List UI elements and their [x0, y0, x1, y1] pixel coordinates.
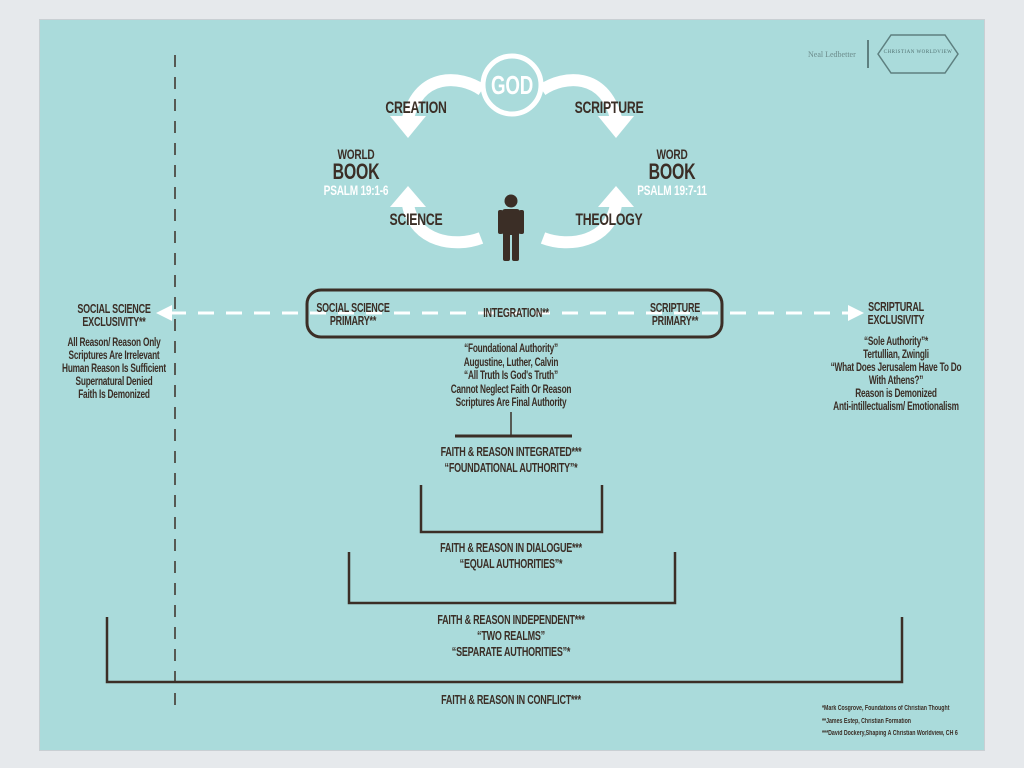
- list-item: Augustine, Luther, Calvin: [463, 356, 559, 369]
- arrow-god-to-scripture: [538, 74, 622, 120]
- list-item: “Sole Authority”*: [863, 336, 929, 348]
- title-line: SCRIPTURAL: [868, 300, 924, 314]
- list-item: Cannot Neglect Faith Or Reason: [450, 383, 572, 396]
- level-line: “TWO REALMS”: [477, 629, 545, 643]
- list-item: Anti-intillectualism/ Emotionalism: [833, 401, 959, 413]
- box-right-label: SCRIPTURE PRIMARY**: [650, 302, 700, 327]
- title-line: EXCLUSIVITY: [867, 312, 925, 327]
- level-dialogue: FAITH & REASON IN DIALOGUE*** “EQUAL AUT…: [440, 540, 582, 572]
- list-item: “All Truth Is God's Truth”: [464, 370, 558, 382]
- science-label: SCIENCE: [389, 210, 443, 229]
- list-item: Supernatural Denied: [75, 376, 153, 388]
- label-line: SOCIAL SCIENCE: [316, 301, 390, 315]
- footnote: ***David Dockery,Shaping A Christian Wor…: [822, 730, 958, 737]
- arrowhead-creation: [390, 116, 426, 138]
- person-icon: [498, 194, 524, 261]
- level-line: FAITH & REASON IN DIALOGUE***: [440, 541, 582, 555]
- list-item: All Reason/ Reason Only: [67, 337, 161, 349]
- list-item: “Foundational Authority”: [464, 343, 558, 355]
- box-center-label: INTEGRATION**: [483, 306, 549, 320]
- arrowhead-word-book: [598, 186, 634, 207]
- spectrum-arrow-right: [848, 305, 864, 321]
- left-title: SOCIAL SCIENCE EXCLUSIVITY**: [77, 302, 151, 329]
- theology-label: THEOLOGY: [575, 210, 643, 229]
- list-item: Faith Is Demonized: [78, 389, 150, 401]
- label-line: PRIMARY**: [651, 313, 699, 328]
- scripture-label: SCRIPTURE: [574, 98, 644, 117]
- list-item: Scriptures Are Final Authority: [455, 397, 567, 409]
- right-title: SCRIPTURAL EXCLUSIVITY: [868, 301, 925, 326]
- level-line: “FOUNDATIONAL AUTHORITY”*: [444, 461, 578, 475]
- right-items: “Sole Authority”* Tertullian, Zwingli “W…: [831, 336, 962, 414]
- bracket-conflict: [105, 617, 904, 684]
- slide: [39, 19, 985, 751]
- word-book: WORD BOOK PSALM 19:7-11: [637, 146, 707, 198]
- level-line: FAITH & REASON INDEPENDENT***: [437, 613, 585, 627]
- world-book-line: WORLD: [337, 146, 375, 162]
- logo-hexagon: [877, 34, 959, 74]
- world-psalm: PSALM 19:1-6: [323, 182, 389, 198]
- world-book: WORLD BOOK PSALM 19:1-6: [324, 147, 389, 197]
- word-book-line: BOOK: [648, 159, 696, 184]
- word-psalm: PSALM 19:7-11: [637, 182, 707, 198]
- god-label: GOD: [491, 70, 533, 100]
- footnote: **James Estep, Christian Formation: [822, 718, 911, 725]
- bracket-dialogue: [419, 485, 604, 534]
- arrow-science-up: [402, 203, 484, 249]
- footnote: *Mark Cosgrove, Foundations of Christian…: [822, 705, 950, 712]
- label-line: PRIMARY**: [329, 313, 377, 328]
- list-item: Tertullian, Zwingli: [863, 349, 929, 361]
- arrow-god-to-creation: [402, 74, 486, 120]
- arrowhead-world-book: [390, 186, 426, 207]
- level-integrated: FAITH & REASON INTEGRATED*** “FOUNDATION…: [441, 444, 582, 476]
- list-item: Scriptures Are Irrelevant: [68, 350, 160, 362]
- level-independent: FAITH & REASON INDEPENDENT*** “TWO REALM…: [437, 612, 584, 660]
- level-line: “EQUAL AUTHORITIES”*: [459, 557, 563, 571]
- level-conflict: FAITH & REASON IN CONFLICT***: [441, 693, 581, 707]
- word-book-line: WORD: [656, 146, 688, 162]
- title-line: SOCIAL SCIENCE: [77, 302, 151, 316]
- arrow-theology-up: [540, 203, 622, 249]
- box-left-label: SOCIAL SCIENCE PRIMARY**: [316, 301, 390, 328]
- list-item: Reason is Demonized: [855, 388, 937, 400]
- logo-brand: CHRISTIAN WORLDVIEW: [883, 50, 953, 55]
- list-item: With Athens?”: [868, 375, 924, 387]
- integration-box: [305, 288, 724, 339]
- list-item: Human Reason Is Sufficient: [62, 363, 166, 375]
- center-items: “Foundational Authority” Augustine, Luth…: [450, 343, 572, 411]
- title-line: EXCLUSIVITY**: [82, 314, 146, 329]
- bracket-independent: [347, 552, 677, 605]
- left-items: All Reason/ Reason Only Scriptures Are I…: [62, 337, 166, 402]
- arrowhead-scripture: [598, 116, 634, 138]
- creation-label: CREATION: [385, 98, 447, 117]
- level-line: “SEPARATE AUTHORITIES”*: [451, 645, 571, 659]
- logo-author: Neal Ledbetter: [808, 50, 856, 59]
- level-line: FAITH & REASON INTEGRATED***: [440, 445, 582, 459]
- label-line: SCRIPTURE: [649, 301, 701, 315]
- list-item: “What Does Jerusalem Have To Do: [830, 362, 962, 374]
- world-book-line: BOOK: [332, 159, 380, 184]
- spectrum-arrow-left: [156, 305, 172, 321]
